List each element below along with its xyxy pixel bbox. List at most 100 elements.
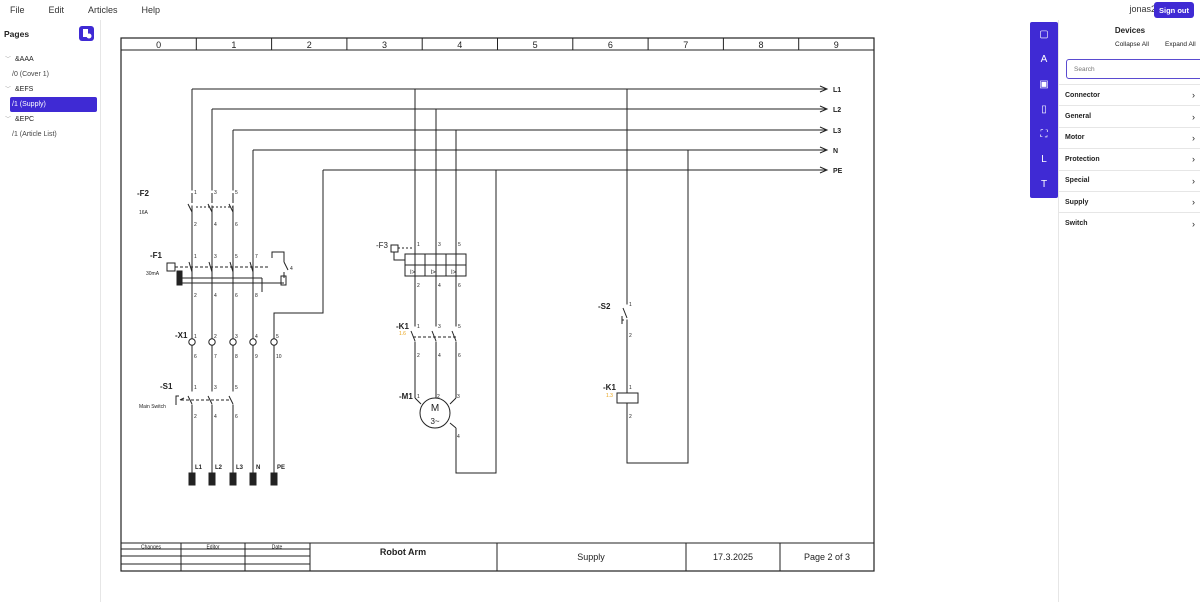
supply-terminal bbox=[208, 472, 216, 486]
tree-page-cover[interactable]: /0 (Cover 1) bbox=[12, 71, 49, 78]
tree-group-efs[interactable]: ﹀&EFS bbox=[0, 82, 100, 97]
menu-help[interactable]: Help bbox=[141, 5, 161, 15]
collapse-all-button[interactable]: Collapse All bbox=[1115, 41, 1149, 48]
tree-page-supply[interactable]: /1 (Supply) bbox=[10, 97, 97, 112]
sensor-core bbox=[176, 270, 183, 286]
pin: 6 bbox=[235, 414, 238, 420]
column-label: 1 bbox=[231, 40, 236, 50]
tree-group-aaa[interactable]: ﹀&AAA bbox=[0, 52, 100, 67]
menu-bar: File Edit Articles Help bbox=[0, 0, 1200, 20]
pin: 3 bbox=[457, 394, 460, 400]
category-supply[interactable]: Supply› bbox=[1059, 190, 1200, 212]
device-tag-S1: -S1 bbox=[160, 382, 173, 391]
pin: 5 bbox=[235, 190, 238, 196]
add-page-icon bbox=[83, 29, 92, 39]
title-block-header: Changes bbox=[141, 545, 162, 551]
pin: 5 bbox=[276, 334, 279, 340]
line-icon[interactable]: L bbox=[1041, 154, 1047, 165]
device-icon[interactable]: ▯ bbox=[1041, 104, 1047, 115]
select-frame-icon[interactable]: ⛶ bbox=[1040, 129, 1048, 140]
hand-actuator bbox=[175, 395, 185, 405]
project-name: Robot Arm bbox=[380, 547, 426, 557]
category-label: Motor bbox=[1065, 134, 1085, 142]
add-page-button[interactable] bbox=[79, 26, 94, 41]
breaker-contact bbox=[187, 193, 193, 219]
menu-edit[interactable]: Edit bbox=[48, 5, 65, 15]
pin: 2 bbox=[437, 394, 440, 400]
pin: 1 bbox=[194, 385, 197, 391]
pin: 2 bbox=[629, 414, 632, 420]
terminal-label: L2 bbox=[215, 465, 223, 471]
pin: 9 bbox=[255, 354, 258, 360]
pin: 6 bbox=[235, 222, 238, 228]
test-contact bbox=[271, 251, 289, 278]
tree-page-article-list[interactable]: /1 (Article List) bbox=[12, 131, 57, 138]
device-tag-F3: -F3 bbox=[376, 241, 389, 250]
category-motor[interactable]: Motor› bbox=[1059, 126, 1200, 148]
pin: 6 bbox=[458, 353, 461, 359]
menu-articles[interactable]: Articles bbox=[88, 5, 118, 15]
chevron-down-icon: ﹀ bbox=[5, 87, 12, 93]
contact bbox=[228, 395, 234, 405]
rating: 30mA bbox=[146, 271, 160, 277]
expand-all-button[interactable]: Expand All bbox=[1165, 41, 1196, 48]
group-label: &EFS bbox=[15, 86, 34, 93]
column-label: 0 bbox=[156, 40, 161, 50]
bus-label: L3 bbox=[833, 128, 841, 135]
category-label: General bbox=[1065, 113, 1092, 121]
category-switch[interactable]: Switch› bbox=[1059, 212, 1200, 233]
arrow-icon bbox=[819, 105, 829, 113]
supply-terminal bbox=[249, 472, 257, 486]
trip-symbol: I> bbox=[451, 270, 457, 276]
page-date: 17.3.2025 bbox=[713, 552, 753, 562]
pin: 3 bbox=[214, 190, 217, 196]
supply-terminal bbox=[229, 472, 237, 486]
image-icon[interactable]: ▣ bbox=[1039, 79, 1049, 90]
square-icon[interactable]: ▢ bbox=[1039, 29, 1049, 40]
drawing-toolbar: ▢ A ▣ ▯ ⛶ L T bbox=[1030, 22, 1058, 198]
chevron-down-icon: ﹀ bbox=[5, 57, 12, 63]
page-name: Supply bbox=[577, 552, 605, 562]
pin: 2 bbox=[417, 283, 420, 289]
category-special[interactable]: Special› bbox=[1059, 169, 1200, 191]
category-protection[interactable]: Protection› bbox=[1059, 148, 1200, 169]
text-a-icon[interactable]: A bbox=[1040, 54, 1048, 65]
pin: 7 bbox=[255, 254, 258, 260]
pin: 1 bbox=[194, 334, 197, 340]
page-number: Page 2 of 3 bbox=[804, 552, 850, 562]
device-search-input[interactable] bbox=[1066, 59, 1200, 79]
pages-sidebar: Pages ﹀&AAA /0 (Cover 1) ﹀&EFS /1 (Suppl… bbox=[0, 20, 101, 602]
page-tree: ﹀&AAA /0 (Cover 1) ﹀&EFS /1 (Supply) ﹀&E… bbox=[0, 52, 100, 142]
pin: 2 bbox=[194, 222, 197, 228]
sign-out-button[interactable]: Sign out bbox=[1154, 2, 1194, 18]
pin: 1 bbox=[194, 254, 197, 260]
contact bbox=[187, 395, 193, 405]
pin: 10 bbox=[276, 354, 282, 360]
rating: 16A bbox=[139, 210, 149, 216]
terminal bbox=[270, 338, 278, 346]
arrow-icon bbox=[819, 146, 829, 154]
arrow-icon bbox=[819, 85, 829, 93]
category-connector[interactable]: Connector› bbox=[1059, 84, 1200, 105]
gap bbox=[625, 304, 629, 320]
category-general[interactable]: General› bbox=[1059, 105, 1200, 126]
chevron-down-icon: ﹀ bbox=[5, 117, 12, 123]
motor-phase: 3~ bbox=[430, 417, 439, 426]
chevron-right-icon: › bbox=[1192, 154, 1195, 165]
pin: 4 bbox=[214, 293, 217, 299]
pin: 3 bbox=[438, 242, 441, 248]
menu-file[interactable]: File bbox=[10, 5, 25, 15]
column-label: 7 bbox=[683, 40, 688, 50]
tree-group-epc[interactable]: ﹀&EPC bbox=[0, 112, 100, 127]
pin: 8 bbox=[235, 354, 238, 360]
trip-symbol: I> bbox=[410, 270, 416, 276]
trip-symbol: I> bbox=[431, 270, 437, 276]
devices-panel: Devices Collapse All Expand All Connecto… bbox=[1058, 20, 1200, 602]
supply-terminal bbox=[188, 472, 196, 486]
category-label: Connector bbox=[1065, 91, 1100, 99]
terminal-label: L3 bbox=[236, 465, 244, 471]
text-t-icon[interactable]: T bbox=[1040, 179, 1048, 190]
pin: 2 bbox=[194, 414, 197, 420]
